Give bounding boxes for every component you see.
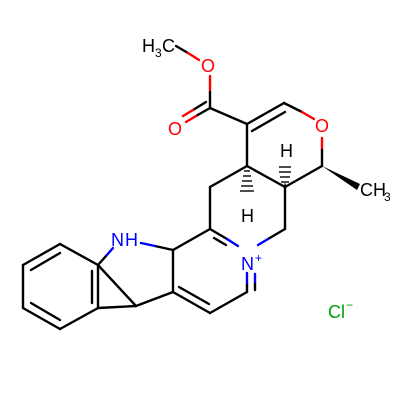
bond-c-nh	[153, 244, 175, 252]
methyl-subscript: 3	[384, 190, 391, 204]
stereo-h-bottom: H	[241, 206, 254, 226]
bond-ch-o	[282, 101, 304, 114]
bond-chme-ch	[283, 164, 324, 189]
chloride-charge: −	[346, 298, 353, 312]
benzene-ring	[21, 242, 138, 331]
bond-benz-1	[58, 242, 100, 267]
bond-benz-4	[21, 306, 62, 331]
bond-benz-2	[21, 242, 62, 267]
bond-ch2-n	[266, 227, 287, 241]
bond-ar-n	[208, 227, 229, 241]
pyridinium-charge: +	[255, 251, 262, 265]
bond-carbonyl-double-a	[194, 106, 212, 118]
bond-c-ar	[171, 227, 212, 252]
bond-fusion	[245, 164, 287, 189]
bond-carbonyl-ring	[208, 106, 249, 126]
pyran-ring: O CH 3	[245, 101, 391, 204]
hashed-bond-bottom	[240, 170, 254, 192]
stereo-h-top: H	[280, 141, 293, 161]
bond-ch-o-red	[300, 110, 316, 121]
bond-benz-fuse-2	[96, 304, 138, 310]
bond-benz-fuse	[96, 263, 138, 308]
bond-benz-4-inner	[29, 301, 62, 322]
bond-c-benzfuse	[134, 290, 175, 308]
bond-enol-double-a	[245, 101, 286, 126]
central-ring	[208, 164, 287, 247]
bond-methyl-o	[174, 44, 190, 55]
ester-methyl-h-label: H	[142, 36, 155, 56]
pyridinium-ring: N +	[171, 227, 262, 315]
bond-nh-benz-blue	[104, 246, 115, 258]
bond-fusion-ch2	[208, 164, 249, 189]
chloride-label: Cl	[328, 302, 345, 322]
pyrrole-ring: N H	[96, 230, 175, 308]
bond-carbonyl-double-a-red	[184, 114, 198, 124]
indole-hydrogen: H	[125, 230, 138, 250]
bond-ar-n-inner	[212, 236, 228, 247]
methyl-ester-group: H 3 C O O	[142, 36, 249, 139]
bond-ch-c-inner	[177, 285, 211, 306]
bond-benz-2-inner	[29, 251, 62, 272]
bond-ar-n-blue	[225, 237, 240, 248]
ester-methyl-subscript: 3	[155, 46, 162, 60]
bond-carbonyl-double-b	[191, 100, 208, 112]
chloride-ion: Cl −	[328, 298, 353, 322]
bond-ch2-n-blue	[256, 237, 270, 247]
pyridinium-nitrogen: N	[241, 254, 254, 274]
bond-carbonyl-double-b-red	[181, 108, 195, 118]
wedge-methyl	[322, 166, 360, 190]
bond-ch-c	[171, 290, 212, 315]
bond-ch-ch	[208, 290, 249, 315]
indole-nitrogen: N	[111, 230, 124, 250]
bond-enol-double-b	[250, 110, 287, 133]
ester-methyl-c-label: C	[162, 36, 175, 56]
bond-c-nh-blue	[139, 241, 157, 248]
methyl-label: CH	[360, 180, 386, 200]
bond-benz-5	[58, 306, 100, 331]
ring-oxygen: O	[315, 116, 329, 136]
ester-oxygen-single: O	[201, 56, 215, 76]
ester-oxygen-double: O	[168, 119, 182, 139]
bond-nh-benz	[96, 254, 108, 267]
bond-methyl-o-red	[186, 51, 201, 62]
